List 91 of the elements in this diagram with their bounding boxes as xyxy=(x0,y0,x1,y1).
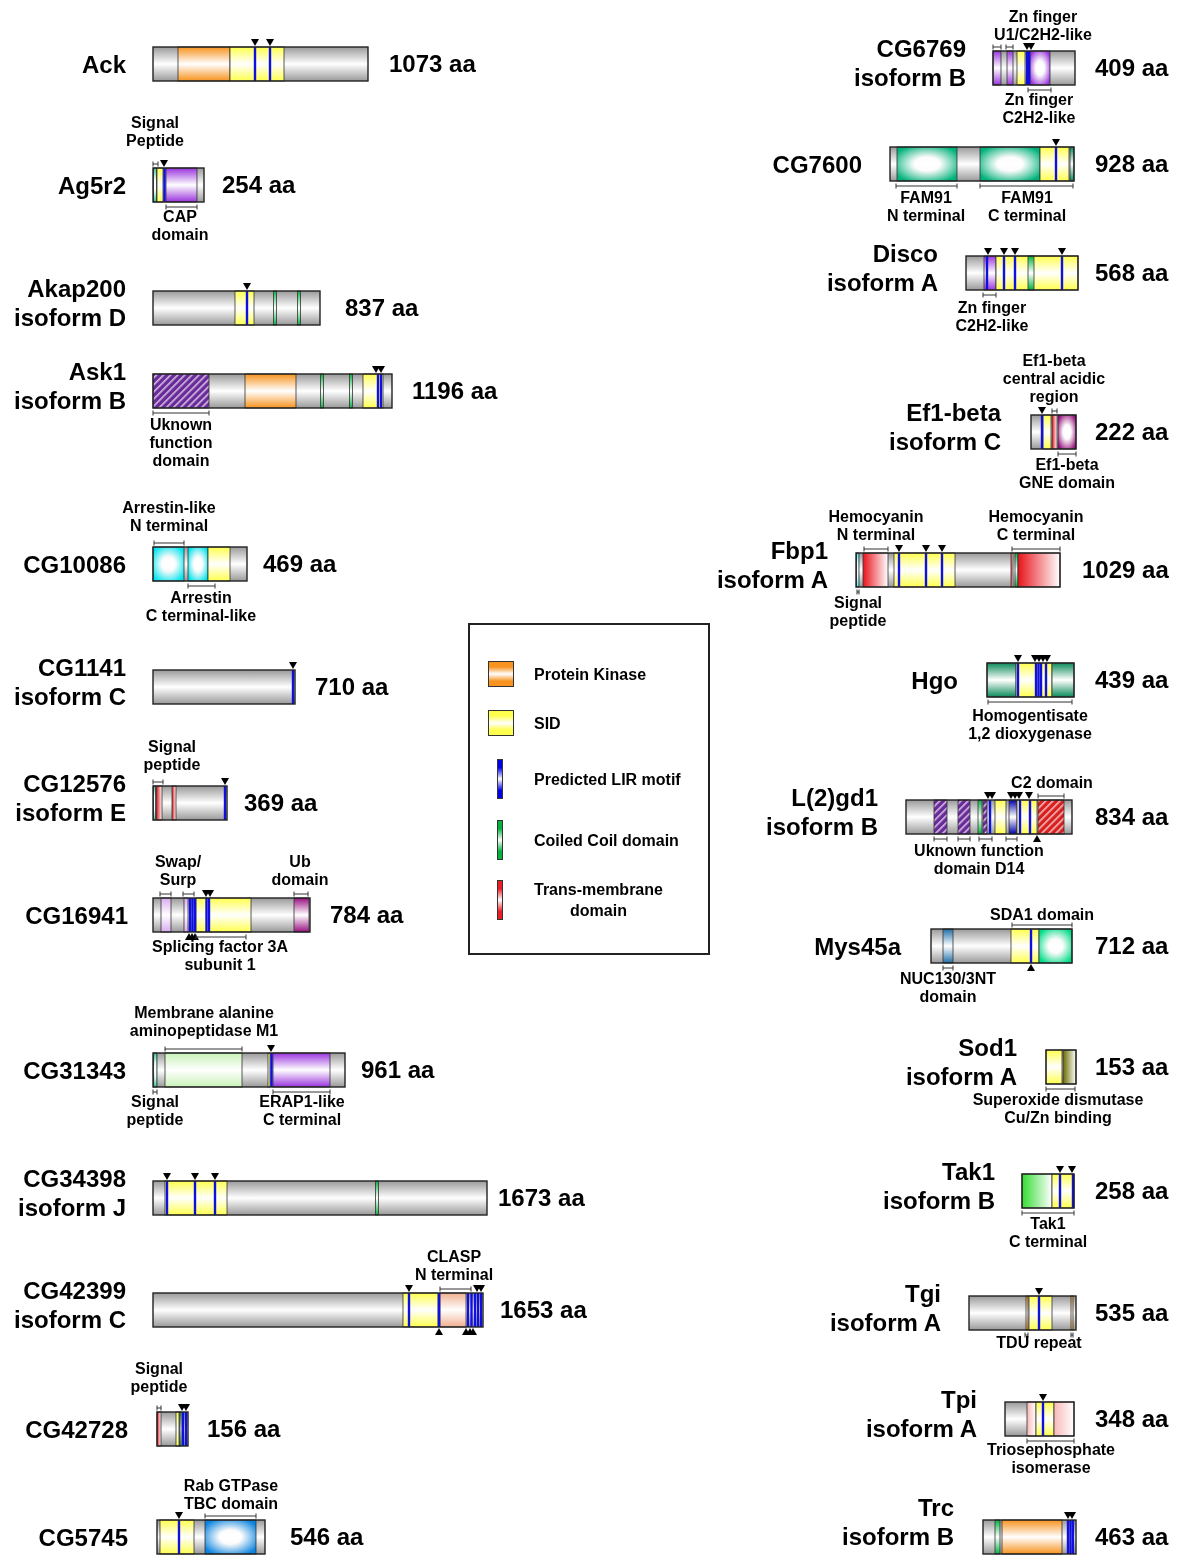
legend-label: SID xyxy=(534,713,561,734)
protein-length-label: 348 aa xyxy=(1095,1404,1169,1434)
domain-label: FAM91 C terminal xyxy=(987,189,1067,225)
protein-length-label: 409 aa xyxy=(1095,53,1169,83)
protein-length-label: 928 aa xyxy=(1095,149,1169,179)
domain-label: Ef1-beta central acidic region xyxy=(1002,352,1106,406)
domain-label: FAM91 N terminal xyxy=(886,189,966,225)
protein-name: CG5745 xyxy=(37,1522,128,1552)
domain-label: Arrestin-like N terminal xyxy=(122,499,216,535)
protein-name: CG12576 isoform E xyxy=(14,769,126,827)
protein-name: Sod1 isoform A xyxy=(904,1033,1017,1091)
domain-label: Signal peptide xyxy=(130,1360,188,1396)
domain-label: SDA1 domain xyxy=(990,906,1094,924)
domain-label: Signal Peptide xyxy=(126,114,184,150)
protein-name: Tak1 isoform B xyxy=(882,1157,995,1215)
protein-length-label: 568 aa xyxy=(1095,258,1169,288)
protein-name: CG34398 isoform J xyxy=(16,1164,126,1222)
domain-label: Swap/ Surp xyxy=(154,853,202,889)
legend-label: Trans-membrane domain xyxy=(534,880,663,921)
protein-name: CG10086 xyxy=(22,549,126,579)
protein-name: Tpi isoform A xyxy=(864,1385,977,1443)
protein-length-label: 254 aa xyxy=(222,170,296,200)
protein-length-label: 710 aa xyxy=(315,672,389,702)
domain-label: Signal peptide xyxy=(126,1093,184,1129)
protein-name: CG42728 xyxy=(24,1414,128,1444)
protein-name: Akap200 isoform D xyxy=(13,274,126,332)
domain-label: Zn finger C2H2-like xyxy=(955,299,1029,335)
domain-label: Rab GTPase TBC domain xyxy=(183,1477,279,1513)
protein-name: CG16941 xyxy=(24,900,128,930)
domain-label: Hemocyanin N terminal xyxy=(828,508,924,544)
protein-name: Ask1 isoform B xyxy=(13,357,126,415)
domain-label: CLASP N terminal xyxy=(414,1248,494,1284)
domain-label: Triosephosphate isomerase xyxy=(987,1441,1115,1477)
protein-length-label: 156 aa xyxy=(207,1414,281,1444)
domain-label: NUC130/3NT domain xyxy=(900,970,996,1006)
legend-label: Predicted LIR motif xyxy=(534,769,681,790)
protein-length-label: 258 aa xyxy=(1095,1176,1169,1206)
domain-label: Uknown function domain xyxy=(149,416,213,470)
legend-label: Protein Kinase xyxy=(534,664,647,685)
protein-name: CG6769 isoform B xyxy=(853,34,966,92)
protein-name: Ack xyxy=(80,49,126,79)
protein-length-label: 1653 aa xyxy=(500,1295,587,1325)
protein-name: L(2)gd1 isoform B xyxy=(765,783,878,841)
domain-label: Signal peptide xyxy=(143,738,201,774)
protein-length-label: 463 aa xyxy=(1095,1522,1169,1552)
protein-length-label: 222 aa xyxy=(1095,417,1169,447)
protein-name: Tgi isoform A xyxy=(828,1279,941,1337)
domain-label: Homogentisate 1,2 dioxygenase xyxy=(968,707,1092,743)
domain-label: ERAP1-like C terminal xyxy=(259,1093,345,1129)
domain-label: Membrane alanine aminopeptidase M1 xyxy=(129,1004,279,1040)
protein-length-label: 834 aa xyxy=(1095,802,1169,832)
protein-name: CG42399 isoform C xyxy=(13,1276,126,1334)
protein-name: Ef1-beta isoform C xyxy=(888,398,1001,456)
protein-name: CG7600 xyxy=(771,149,862,179)
protein-length-label: 1073 aa xyxy=(389,49,476,79)
protein-length-label: 1673 aa xyxy=(498,1183,585,1213)
protein-length-label: 535 aa xyxy=(1095,1298,1169,1328)
protein-name: Disco isoform A xyxy=(825,239,938,297)
protein-name: Trc isoform B xyxy=(841,1493,954,1551)
protein-length-label: 153 aa xyxy=(1095,1052,1169,1082)
domain-label: Tak1 C terminal xyxy=(1008,1215,1088,1251)
protein-name: CG1141 isoform C xyxy=(13,653,126,711)
domain-label: TDU repeat xyxy=(996,1334,1082,1352)
domain-label: C2 domain xyxy=(1011,774,1093,792)
protein-length-label: 961 aa xyxy=(361,1055,435,1085)
protein-length-label: 439 aa xyxy=(1095,665,1169,695)
protein-name: Hgo xyxy=(910,665,958,695)
domain-label: Hemocyanin C terminal xyxy=(988,508,1084,544)
protein-length-label: 546 aa xyxy=(290,1522,364,1552)
domain-label: Zn finger C2H2-like xyxy=(1002,91,1076,127)
protein-name: Fbp1 isoform A xyxy=(715,536,828,594)
protein-length-label: 712 aa xyxy=(1095,931,1169,961)
domain-label: CAP domain xyxy=(151,208,209,244)
protein-length-label: 369 aa xyxy=(244,788,318,818)
domain-label: Zn finger U1/C2H2-like xyxy=(994,8,1092,44)
domain-label: Ef1-beta GNE domain xyxy=(1019,456,1115,492)
protein-name: Ag5r2 xyxy=(56,170,126,200)
legend-label: Coiled Coil domain xyxy=(534,830,679,851)
protein-name: Mys45a xyxy=(813,931,901,961)
protein-length-label: 1196 aa xyxy=(412,376,498,406)
domain-label: Ub domain xyxy=(271,853,329,889)
protein-length-label: 784 aa xyxy=(330,900,404,930)
domain-label: Arrestin C terminal-like xyxy=(145,589,257,625)
domain-label: Uknown function domain D14 xyxy=(914,842,1044,878)
protein-length-label: 837 aa xyxy=(345,293,419,323)
protein-length-label: 469 aa xyxy=(263,549,337,579)
domain-label: Splicing factor 3A subunit 1 xyxy=(152,938,288,974)
protein-length-label: 1029 aa xyxy=(1082,555,1169,585)
protein-name: CG31343 xyxy=(22,1055,126,1085)
domain-label: Signal peptide xyxy=(829,594,887,630)
domain-label: Superoxide dismutase Cu/Zn binding xyxy=(972,1091,1144,1127)
